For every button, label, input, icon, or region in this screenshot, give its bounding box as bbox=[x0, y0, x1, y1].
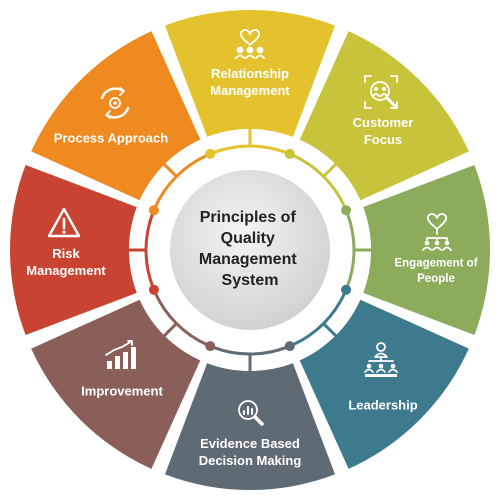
people-engagement-icon bbox=[422, 213, 452, 251]
label-relationship-line-2: Management bbox=[210, 83, 290, 98]
segment-leadership bbox=[299, 299, 469, 469]
label-engagement-line-1: Engagement of bbox=[394, 257, 477, 269]
label-improvement: Improvement bbox=[81, 384, 163, 399]
ring-dot bbox=[284, 341, 295, 352]
segment-evidence bbox=[164, 363, 336, 491]
ring-dot bbox=[205, 341, 216, 352]
ring-arc-risk bbox=[144, 213, 154, 287]
segment-improvement bbox=[31, 299, 201, 469]
connector-customer bbox=[322, 161, 339, 178]
center-title-line-2: Quality bbox=[221, 230, 275, 247]
ring-dot bbox=[148, 205, 159, 216]
customer-focus-icon bbox=[364, 75, 398, 109]
handshake-network-icon bbox=[235, 29, 265, 59]
segment-risk bbox=[10, 164, 137, 336]
label-leadership: Leadership bbox=[348, 398, 417, 413]
magnifier-chart-icon bbox=[238, 400, 264, 426]
label-risk-line-1: Risk bbox=[52, 246, 80, 261]
ring-arc-customer bbox=[292, 153, 347, 208]
connector-improvement bbox=[161, 322, 178, 339]
label-customer-line-1: Customer bbox=[353, 115, 414, 130]
center-title-line-1: Principles of bbox=[200, 209, 297, 226]
warning-triangle-icon bbox=[47, 207, 81, 238]
label-improvement-line-1: Improvement bbox=[81, 384, 163, 399]
label-engagement: Engagement of People bbox=[394, 257, 477, 285]
label-relationship-line-1: Relationship bbox=[211, 66, 289, 81]
ring-dot bbox=[341, 284, 352, 295]
leader-hierarchy-icon bbox=[364, 342, 398, 377]
process-gear-icon bbox=[100, 87, 130, 119]
ring-arc-leadership bbox=[292, 292, 347, 347]
ring-dot bbox=[148, 284, 159, 295]
label-process-line-1: Process Approach bbox=[54, 131, 168, 146]
center-title: Principles of Quality Management System bbox=[199, 209, 301, 289]
label-process: Process Approach bbox=[54, 131, 168, 146]
label-customer-line-2: Focus bbox=[364, 132, 402, 147]
connector-process bbox=[161, 161, 178, 178]
connector-leadership bbox=[322, 322, 339, 339]
ring-arc-evidence bbox=[213, 346, 287, 356]
label-engagement-line-2: People bbox=[417, 273, 455, 285]
center-title-line-3: Management bbox=[199, 251, 297, 268]
label-risk-line-2: Management bbox=[26, 263, 106, 278]
segment-engagement bbox=[363, 164, 491, 336]
label-evidence-line-2: Decision Making bbox=[199, 453, 302, 468]
segment-process bbox=[31, 31, 201, 201]
segment-customer bbox=[299, 31, 469, 201]
ring-arc-engagement bbox=[346, 213, 356, 287]
center-circle bbox=[170, 170, 330, 330]
segment-relationship bbox=[164, 10, 336, 137]
ring-dot bbox=[284, 148, 295, 159]
center-title-line-4: System bbox=[222, 272, 279, 289]
label-evidence-line-1: Evidence Based bbox=[200, 436, 300, 451]
ring-dot bbox=[205, 148, 216, 159]
ring-arc-process bbox=[153, 153, 208, 208]
ring-arc-relationship bbox=[213, 144, 287, 154]
ring-arc-improvement bbox=[153, 292, 208, 347]
ring-dot bbox=[341, 205, 352, 216]
label-leadership-line-1: Leadership bbox=[348, 398, 417, 413]
bar-chart-growth-icon bbox=[105, 340, 136, 369]
